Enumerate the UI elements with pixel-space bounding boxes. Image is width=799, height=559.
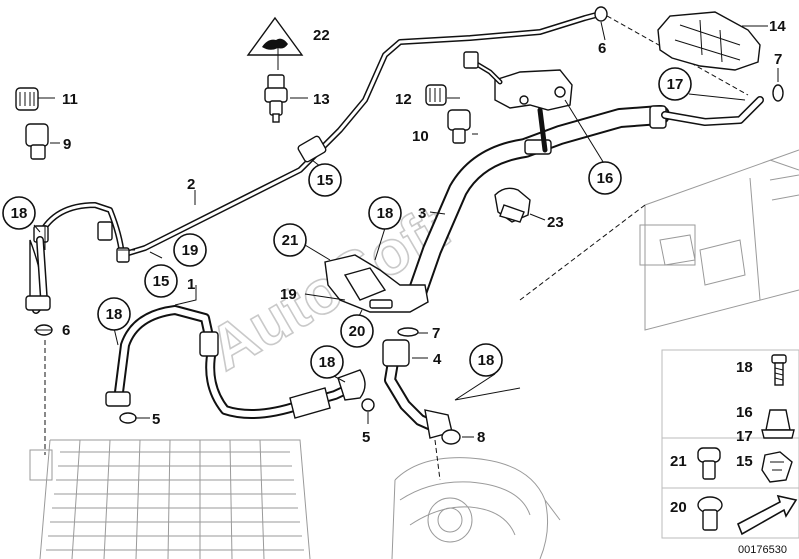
- cap-11[interactable]: [15, 87, 39, 111]
- svg-text:15: 15: [317, 172, 334, 189]
- legend-item-18[interactable]: 18: [736, 354, 787, 386]
- clamp-23[interactable]: [494, 187, 531, 223]
- callout-9-label: 9: [63, 136, 71, 153]
- callout-labels: 2 1 3 4 5 5 6 6 7 7 8 9 10 11 12 13 14 2…: [62, 18, 786, 446]
- svg-text:18: 18: [11, 205, 28, 222]
- callout-11-label: 11: [62, 91, 78, 108]
- callout-23-label: 23: [547, 214, 564, 231]
- pressure-switch-13[interactable]: [264, 74, 288, 123]
- svg-text:15: 15: [736, 453, 753, 470]
- legend-item-15[interactable]: 15: [736, 451, 793, 483]
- svg-text:18: 18: [377, 205, 394, 222]
- callout-3-label: 3: [418, 205, 426, 222]
- compressor-background: [391, 457, 561, 559]
- callout-14-label: 14: [769, 18, 786, 35]
- dash-line-right: [519, 204, 646, 301]
- callout-1-pipe: 2: [187, 176, 195, 193]
- callout-6-top-label: 6: [598, 40, 606, 57]
- pipe-left-vertical[interactable]: [25, 236, 51, 314]
- svg-text:18: 18: [106, 306, 123, 323]
- callout-10-label: 10: [412, 128, 429, 145]
- circled-callout-18-right: 18: [469, 343, 503, 377]
- svg-text:16: 16: [597, 170, 614, 187]
- pipe-4-compressor-line[interactable]: [382, 339, 453, 439]
- legend-panel: 18 16 17 21 15 20 00176530: [661, 349, 799, 556]
- circled-callout-19: 19: [173, 233, 207, 267]
- svg-text:18: 18: [478, 352, 495, 369]
- leader-lines: [33, 21, 779, 438]
- callout-22-label: 22: [313, 27, 330, 44]
- pipe-3-large-hose[interactable]: [408, 96, 764, 300]
- circled-callout-18-pipe1: 18: [97, 297, 131, 331]
- cap-12[interactable]: [425, 84, 447, 106]
- callout-1-label: 1: [187, 276, 195, 293]
- circled-callout-21: 21: [273, 223, 307, 257]
- svg-text:16: 16: [736, 404, 753, 421]
- o-ring-7-center[interactable]: [397, 327, 419, 337]
- o-ring-6-top[interactable]: [594, 6, 608, 22]
- o-ring-5-left[interactable]: [119, 412, 137, 424]
- svg-text:18: 18: [319, 354, 336, 371]
- pipe-1-suction-line[interactable]: [105, 305, 366, 419]
- callout-7-right-label: 7: [774, 51, 782, 68]
- callout-13-label: 13: [313, 91, 330, 108]
- svg-text:21: 21: [282, 232, 299, 249]
- circled-callout-18-lower: 18: [310, 345, 344, 379]
- callout-5-left-label: 5: [152, 411, 160, 428]
- callout-5-center-label: 5: [362, 429, 370, 446]
- callout-12-label: 12: [395, 91, 412, 108]
- receiver-dryer-block[interactable]: [324, 254, 429, 313]
- svg-text:19: 19: [182, 242, 199, 259]
- evaporator-background: [639, 149, 799, 331]
- svg-text:20: 20: [670, 499, 687, 516]
- cover-14[interactable]: [657, 11, 761, 71]
- circled-callout-16: 16: [588, 161, 622, 195]
- legend-item-16-17[interactable]: 16 17: [736, 404, 795, 445]
- circled-callout-18-left: 18: [2, 196, 36, 230]
- circled-callout-15-bottom: 15: [144, 264, 178, 298]
- svg-text:17: 17: [736, 428, 753, 445]
- svg-text:18: 18: [736, 359, 753, 376]
- callout-4-label: 4: [433, 351, 442, 368]
- o-ring-8[interactable]: [441, 429, 461, 445]
- circled-callout-18-center: 18: [368, 196, 402, 230]
- condenser-background: [29, 439, 311, 559]
- valve-core-10[interactable]: [447, 109, 471, 144]
- svg-text:17: 17: [667, 76, 684, 93]
- arrow-icon: [736, 494, 798, 536]
- svg-text:21: 21: [670, 453, 687, 470]
- o-ring-5-center[interactable]: [361, 398, 375, 412]
- svg-text:15: 15: [153, 273, 170, 290]
- callout-8-label: 8: [477, 429, 485, 446]
- dash-line-compressor: [434, 439, 441, 481]
- circled-callout-20: 20: [340, 314, 374, 348]
- circled-callout-17: 17: [658, 67, 692, 101]
- expansion-valve-block[interactable]: [463, 51, 573, 153]
- warning-label-22: [246, 16, 304, 56]
- svg-text:20: 20: [349, 323, 366, 340]
- o-ring-7-right[interactable]: [772, 84, 784, 102]
- circled-callout-15-top: 15: [308, 163, 342, 197]
- legend-item-21[interactable]: 21: [670, 447, 721, 480]
- callout-19-plain-label: 19: [280, 286, 297, 303]
- valve-core-9[interactable]: [25, 123, 49, 160]
- document-number: 00176530: [738, 544, 787, 556]
- callout-6-left-label: 6: [62, 322, 70, 339]
- callout-7-center-label: 7: [432, 325, 440, 342]
- legend-item-20[interactable]: 20: [670, 496, 723, 531]
